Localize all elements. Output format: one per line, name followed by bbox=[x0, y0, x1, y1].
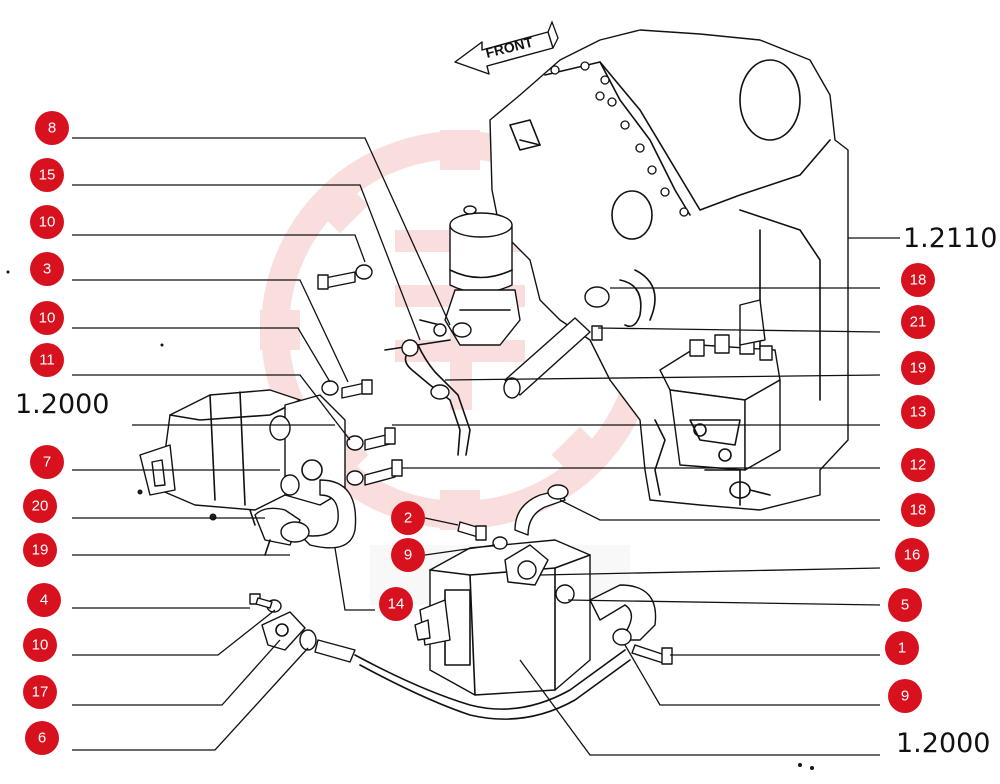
callout-badge-15[interactable]: 15 bbox=[30, 158, 64, 192]
callout-badge-5[interactable]: 5 bbox=[888, 588, 922, 622]
callout-number: 18 bbox=[910, 272, 927, 289]
callout-number: 9 bbox=[901, 688, 909, 705]
upper-pump-assembly-ref: 1.2000 bbox=[15, 389, 109, 420]
callout-number: 17 bbox=[32, 684, 49, 701]
callout-badge-10[interactable]: 10 bbox=[23, 628, 57, 662]
callout-number: 14 bbox=[388, 596, 405, 613]
callout-badge-10[interactable]: 10 bbox=[30, 205, 64, 239]
callout-number: 12 bbox=[910, 457, 927, 474]
callout-badge-1[interactable]: 1 bbox=[885, 631, 919, 665]
callout-badge-19[interactable]: 19 bbox=[901, 351, 935, 385]
callout-number: 2 bbox=[404, 510, 412, 527]
lower-pump-assembly-ref: 1.2000 bbox=[896, 728, 990, 759]
callout-number: 7 bbox=[43, 454, 51, 471]
callout-badge-7[interactable]: 7 bbox=[30, 445, 64, 479]
engine-assembly-ref: 1.2110 bbox=[903, 223, 997, 254]
callout-number: 10 bbox=[39, 310, 56, 327]
callout-badge-6[interactable]: 6 bbox=[25, 721, 59, 755]
callout-badge-13[interactable]: 13 bbox=[901, 395, 935, 429]
callout-number: 19 bbox=[910, 360, 927, 377]
leader-lines-left bbox=[72, 137, 496, 751]
callout-badge-20[interactable]: 20 bbox=[23, 489, 57, 523]
callout-number: 10 bbox=[39, 214, 56, 231]
pump-lower-center bbox=[414, 484, 657, 696]
callout-badge-16[interactable]: 16 bbox=[895, 538, 929, 572]
front-direction-arrow: FRONT bbox=[454, 20, 559, 75]
callout-badge-19[interactable]: 19 bbox=[23, 533, 57, 567]
callout-number: 10 bbox=[32, 637, 49, 654]
callout-badge-2[interactable]: 2 bbox=[391, 501, 425, 535]
callout-number: 15 bbox=[39, 167, 56, 184]
callout-badge-3[interactable]: 3 bbox=[30, 252, 64, 286]
callout-number: 16 bbox=[904, 547, 921, 564]
callout-number: 4 bbox=[40, 592, 48, 609]
callout-number: 3 bbox=[43, 261, 51, 278]
callout-number: 13 bbox=[910, 404, 927, 421]
callout-number: 8 bbox=[48, 120, 56, 137]
callout-badge-21[interactable]: 21 bbox=[901, 305, 935, 339]
callout-badge-14[interactable]: 14 bbox=[379, 587, 413, 621]
callout-number: 9 bbox=[404, 547, 412, 564]
callout-number: 19 bbox=[32, 542, 49, 559]
callout-badge-10[interactable]: 10 bbox=[30, 301, 64, 335]
callout-badge-17[interactable]: 17 bbox=[23, 675, 57, 709]
scan-specks bbox=[6, 270, 814, 770]
callout-badge-4[interactable]: 4 bbox=[27, 583, 61, 617]
callout-badge-11[interactable]: 11 bbox=[30, 343, 64, 377]
pump-upper-left bbox=[137, 389, 357, 556]
callout-badge-9[interactable]: 9 bbox=[391, 538, 425, 572]
callout-number: 20 bbox=[32, 498, 49, 515]
callout-badge-12[interactable]: 12 bbox=[901, 448, 935, 482]
fuel-hose-lower bbox=[249, 593, 673, 720]
callout-number: 21 bbox=[910, 314, 927, 331]
callout-badge-8[interactable]: 8 bbox=[35, 111, 69, 145]
callout-number: 5 bbox=[901, 597, 909, 614]
callout-badge-18[interactable]: 18 bbox=[901, 493, 935, 527]
fuel-pipes-center bbox=[401, 269, 656, 456]
callout-number: 1 bbox=[898, 640, 906, 657]
callout-number: 11 bbox=[39, 352, 55, 369]
callout-number: 6 bbox=[38, 730, 46, 747]
callout-number: 18 bbox=[910, 502, 927, 519]
bolts-upper bbox=[317, 264, 403, 486]
injection-pump bbox=[659, 299, 781, 471]
callout-badge-18[interactable]: 18 bbox=[901, 263, 935, 297]
callout-badge-9[interactable]: 9 bbox=[888, 679, 922, 713]
leader-lines-right bbox=[392, 287, 881, 756]
